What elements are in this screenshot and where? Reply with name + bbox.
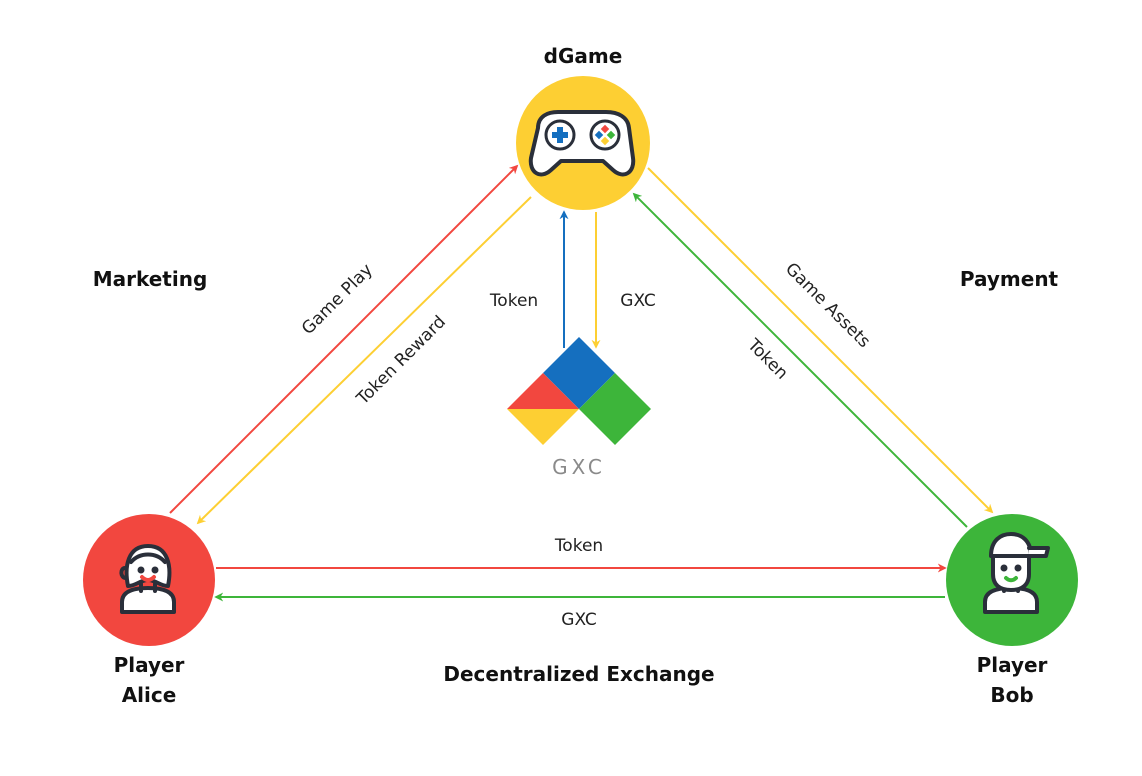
arrow-bob-to-dgame: [632, 192, 968, 528]
player-bob-avatar-icon: [983, 532, 1050, 614]
gxc-wordmark: GXC: [552, 455, 606, 479]
player-alice-node: [83, 514, 215, 646]
edge-label-gxc-yellow: GXC: [620, 291, 655, 311]
arrow-dgame-to-alice: [196, 196, 532, 525]
exchange-heading: Decentralized Exchange: [443, 662, 714, 686]
player-alice-avatar-icon: [119, 544, 176, 614]
edge-label-token-reward: Token Reward: [352, 312, 450, 410]
player-bob-label-line2: Bob: [990, 683, 1033, 707]
edge-label-token-bottom: Token: [554, 536, 603, 556]
arrow-alice-to-dgame: [169, 164, 519, 514]
gxc-logo-icon: [507, 337, 651, 445]
marketing-heading: Marketing: [93, 267, 208, 291]
edge-label-gxc-bottom: GXC: [561, 610, 596, 630]
edge-label-token-blue: Token: [489, 291, 538, 311]
player-alice-label-line2: Alice: [122, 683, 177, 707]
edge-label-token-green: Token: [743, 335, 792, 384]
edge-label-game-play: Game Play: [298, 260, 377, 339]
payment-heading: Payment: [960, 267, 1059, 291]
dgame-label: dGame: [544, 44, 623, 68]
player-alice-label-line1: Player: [114, 653, 185, 677]
arrow-dgame-to-bob: [647, 167, 994, 514]
player-bob-label-line1: Player: [977, 653, 1048, 677]
dgame-node: [516, 76, 650, 210]
gamepad-icon: [528, 110, 636, 177]
player-bob-node: [946, 514, 1078, 646]
edge-label-game-assets: Game Assets: [781, 259, 874, 352]
